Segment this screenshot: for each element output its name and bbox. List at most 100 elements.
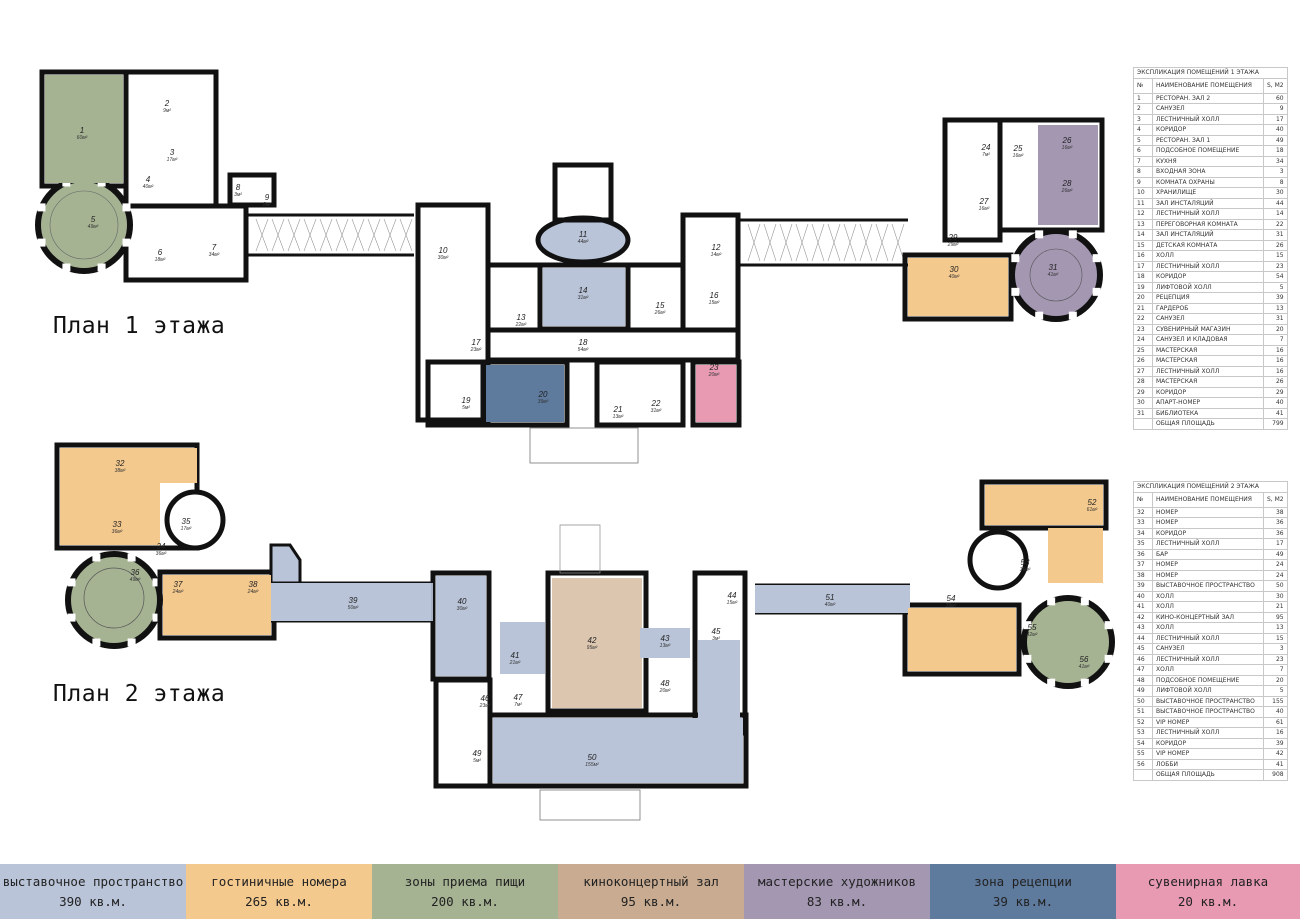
stair-tower <box>164 489 226 551</box>
row-num: 6 <box>1133 145 1153 157</box>
round-tower <box>1021 595 1115 689</box>
room-number: 51 <box>826 593 835 602</box>
caption-cell: ЭКСПЛИКАЦИЯ ПОМЕЩЕНИЙ 1 ЭТАЖА <box>1133 67 1288 79</box>
truss <box>859 223 873 262</box>
row-num: 15 <box>1133 239 1153 251</box>
truss <box>827 223 841 262</box>
wall <box>690 359 742 428</box>
total-empty <box>1133 769 1153 781</box>
truss <box>891 223 905 262</box>
room-number: 8 <box>236 183 241 192</box>
row-num: 14 <box>1133 229 1153 241</box>
header-area: S, М2 <box>1263 77 1288 94</box>
window <box>37 203 46 212</box>
row-area: 26 <box>1263 376 1288 388</box>
row-name: ВЫСТАВОЧНОЕ ПРОСТРАНСТВО <box>1152 706 1264 718</box>
room-area: 49м² <box>130 577 141 583</box>
truss <box>843 223 857 262</box>
row-area: 22 <box>1263 218 1288 230</box>
row-area: 16 <box>1263 727 1288 739</box>
row-num: 52 <box>1133 716 1153 728</box>
zone-fill <box>640 628 690 658</box>
row-area: 17 <box>1263 538 1288 550</box>
row-name: КИНО-КОНЦЕРТНЫЙ ЗАЛ <box>1152 611 1264 623</box>
row-area: 24 <box>1263 569 1288 581</box>
truss <box>367 218 381 252</box>
legend-area: 265 кв.м. <box>245 893 313 909</box>
row-area: 20 <box>1263 674 1288 686</box>
room-number: 9 <box>265 193 270 202</box>
room-area: 5м² <box>473 758 481 764</box>
row-name: ЛЕСТНИЧНЫЙ ХОЛЛ <box>1152 538 1264 550</box>
row-name: САНУЗЕЛ И КЛАДОВАЯ <box>1152 334 1264 346</box>
row-area: 39 <box>1263 737 1288 749</box>
row-name: КОРИДОР <box>1152 737 1264 749</box>
room-number: 2 <box>164 99 170 108</box>
room-number: 10 <box>439 246 448 255</box>
zone-fill <box>500 622 545 674</box>
room-number: 24 <box>981 143 991 152</box>
row-area: 24 <box>1263 559 1288 571</box>
row-name: МАСТЕРСКАЯ <box>1152 376 1264 388</box>
window <box>67 613 76 622</box>
row-area: 23 <box>1263 653 1288 665</box>
caption-cell: ЭКСПЛИКАЦИЯ ПОМЕЩЕНИЙ 2 ЭТАЖА <box>1133 481 1288 493</box>
window <box>1104 621 1113 630</box>
zone-fill <box>45 75 123 183</box>
row-name: ЛЕСТНИЧНЫЙ ХОЛЛ <box>1152 113 1264 125</box>
legend-area: 83 кв.м. <box>806 893 868 909</box>
room-number: 47 <box>514 693 523 702</box>
truss <box>795 223 809 262</box>
row-area: 15 <box>1263 250 1288 262</box>
room-number: 40 <box>458 597 467 606</box>
window <box>1047 597 1056 606</box>
row-name: ЛЕСТНИЧНЫЙ ХОЛЛ <box>1152 260 1264 272</box>
window <box>1080 597 1089 606</box>
row-area: 40 <box>1263 124 1288 136</box>
truss <box>319 218 333 252</box>
header-name: НАИМЕНОВАНИЕ ПОМЕЩЕНИЯ <box>1152 77 1264 94</box>
room-number: 35 <box>182 517 191 526</box>
row-area: 5 <box>1263 281 1288 293</box>
room-number: 33 <box>113 520 122 529</box>
row-num: 39 <box>1133 580 1153 592</box>
row-name: ХОЛЛ <box>1152 664 1264 676</box>
wall <box>123 203 249 283</box>
row-area: 30 <box>1263 187 1288 199</box>
room-area: 31м² <box>578 295 589 301</box>
row-num: 45 <box>1133 643 1153 655</box>
truss <box>335 218 349 252</box>
wall <box>227 172 277 208</box>
window <box>122 203 131 212</box>
row-area: 41 <box>1263 407 1288 419</box>
room-area: 24м² <box>247 589 259 595</box>
room-number: 3 <box>170 148 175 157</box>
room-number: 11 <box>579 230 587 239</box>
window <box>1104 654 1113 663</box>
row-num: 35 <box>1133 538 1153 550</box>
row-name: ЛИФТОВОЙ ХОЛЛ <box>1152 685 1264 697</box>
room-area: 17м² <box>167 157 178 163</box>
room-number: 30 <box>950 265 959 274</box>
row-num: 54 <box>1133 737 1153 749</box>
row-num: 4 <box>1133 124 1153 136</box>
